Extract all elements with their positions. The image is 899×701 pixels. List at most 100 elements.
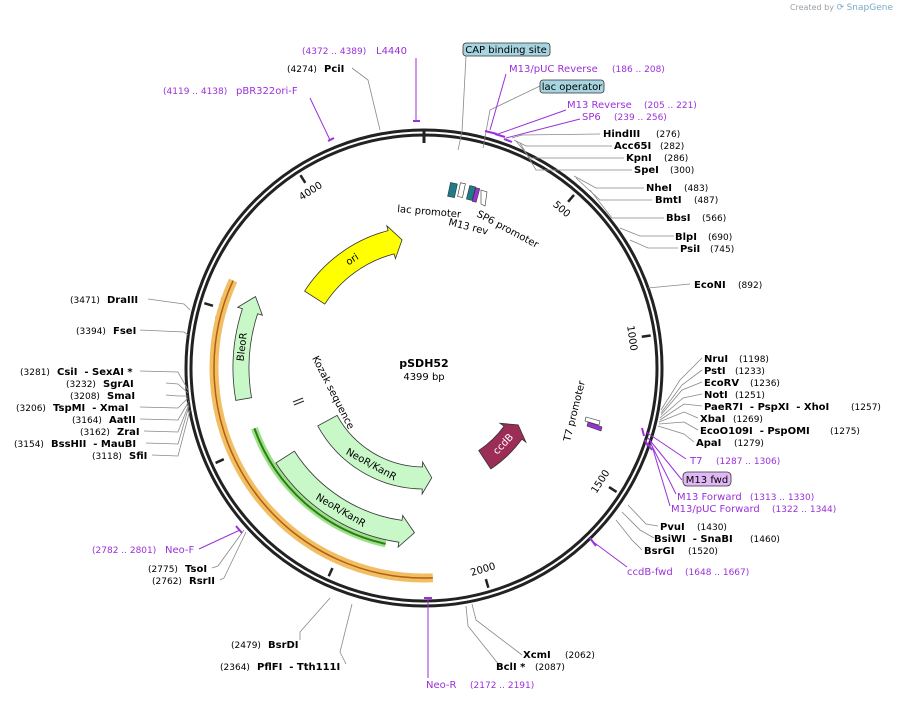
tick-label-4000: 4000 — [297, 180, 324, 203]
enz-bmti: BmtI — [655, 195, 682, 206]
ccdb-fwd-range: (1648 .. 1667) — [685, 568, 749, 578]
promoter-glyphs-top — [447, 182, 488, 207]
tick-mark-4000 — [299, 174, 307, 184]
feature-label-2: BleoR — [236, 332, 250, 362]
green-arc-core-0 — [253, 427, 386, 545]
t7-glyphs — [584, 416, 603, 432]
l4440-range: (4372 .. 4389) — [302, 47, 366, 57]
enz-xbai-pos: (1269) — [733, 415, 763, 425]
plasmid-size: 4399 bp — [403, 372, 444, 383]
enz-nhei: NheI — [646, 183, 672, 194]
enz-draiii-pos: (3471) — [70, 296, 100, 306]
enz-acc65i-pos: (282) — [660, 142, 684, 152]
enz-zrai-pos: (3162) — [80, 428, 110, 438]
enz-blpi: BlpI — [675, 232, 697, 243]
enz-csii: CsiI - SexAI * — [57, 367, 133, 378]
enz-blpi-pos: (690) — [708, 233, 732, 243]
enz-pflfi: PflFI - Tth111I — [257, 662, 340, 673]
enz-noti: NotI — [704, 390, 728, 401]
enz-smai: SmaI — [107, 391, 135, 402]
enz-ecorv-pos: (1236) — [750, 379, 780, 389]
m13-reverse-range: (205 .. 221) — [644, 101, 697, 111]
t7-name: T7 — [689, 456, 702, 467]
enz-apai: ApaI — [696, 438, 721, 449]
enz-pcii: PciI — [324, 64, 344, 75]
enz-tsoi-pos: (2775) — [148, 565, 178, 575]
feature-bleor — [232, 295, 264, 401]
m13puc-rev-name: M13/pUC Reverse — [509, 64, 598, 75]
enz-rsrii: RsrII — [189, 576, 215, 587]
enz-econi-pos: (892) — [738, 281, 762, 291]
enz-xcmi: XcmI — [523, 650, 551, 661]
feature-neor-kanr-2 — [275, 450, 415, 549]
snapgene-logo-icon: ⟳ — [836, 3, 845, 13]
enz-pflfi-pos: (2364) — [220, 663, 250, 673]
enz-bsrdi: BsrDI — [268, 640, 299, 651]
m13-reverse-name: M13 Reverse — [567, 100, 632, 111]
enz-psti: PstI — [704, 366, 726, 377]
pbr322ori-name: pBR322ori-F — [236, 86, 298, 97]
enz-nrui: NruI — [704, 354, 728, 365]
enz-nrui-pos: (1198) — [739, 355, 769, 365]
enz-paer7i-pos: (1257) — [851, 403, 881, 413]
tick-label-1500: 1500 — [590, 468, 613, 495]
enz-ecoo109i-pos: (1275) — [830, 427, 860, 437]
enz-bcli: BclI * — [496, 662, 526, 673]
sp6-range: (239 .. 256) — [614, 113, 667, 123]
ccdb-fwd-name: ccdB-fwd — [627, 567, 673, 578]
m13-forward-name: M13 Forward — [677, 492, 742, 503]
neo-r-range: (2172 .. 2191) — [470, 681, 534, 691]
enz-ecorv: EcoRV — [704, 378, 739, 389]
tick-mark-2500 — [327, 567, 334, 577]
enz-bsshii: BssHII - MauBI — [51, 439, 136, 450]
sp6-name: SP6 — [582, 112, 601, 123]
tick-mark-500 — [567, 194, 575, 203]
backbone-outer — [184, 128, 664, 608]
tick-label-2000: 2000 — [469, 561, 497, 579]
tick-mark-3000 — [215, 458, 225, 465]
enz-kpni-pos: (286) — [664, 154, 688, 164]
plasmid-name: pSDH52 — [399, 357, 448, 370]
kozak-mark — [292, 397, 305, 406]
enz-fsei-pos: (3394) — [76, 327, 106, 337]
enz-bsrgi-pos: (1520) — [688, 547, 718, 557]
enz-xbai: XbaI — [700, 414, 725, 425]
enz-aatii-pos: (3164) — [72, 416, 102, 426]
m13-fwd-box: M13 fwd — [682, 471, 732, 487]
m13puc-fwd-name: M13/pUC Forward — [671, 504, 760, 515]
enz-nhei-pos: (483) — [684, 184, 708, 194]
enz-bsrgi: BsrGI — [644, 546, 674, 557]
m13-forward-range: (1313 .. 1330) — [750, 493, 814, 503]
lac-operator-label: lac operator — [542, 82, 603, 93]
enz-tspmi-pos: (3206) — [16, 404, 46, 414]
l4440-name: L4440 — [376, 46, 407, 57]
enz-psii: PsiI — [680, 244, 700, 255]
enz-tspmi: TspMI - XmaI — [53, 403, 128, 414]
feature-ori — [304, 224, 403, 305]
t7-promoter-label: T7 promoter — [562, 379, 588, 444]
orange-arc-core-0 — [213, 280, 433, 579]
tick-mark-2000 — [484, 578, 490, 589]
enz-pcii-pos: (4274) — [287, 65, 317, 75]
enz-xcmi-pos: (2062) — [565, 651, 595, 661]
feature-ccdb — [478, 422, 527, 470]
m13-fwd-label: M13 fwd — [686, 475, 728, 486]
enz-bsshii-pos: (3154) — [14, 440, 44, 450]
enz-smai-pos: (3208) — [70, 392, 100, 402]
enz-rsrii-pos: (2762) — [152, 577, 182, 587]
enz-apai-pos: (1279) — [734, 439, 764, 449]
enz-ecoo109i: EcoO109I - PspOMI — [700, 426, 810, 437]
enz-bmti-pos: (487) — [694, 196, 718, 206]
cap-binding-box: CAP binding site — [462, 42, 551, 57]
enz-bbsi-pos: (566) — [702, 214, 726, 224]
tick-label-1000: 1000 — [624, 325, 639, 352]
enz-psii-pos: (745) — [710, 245, 734, 255]
enz-sgrai-pos: (3232) — [66, 380, 96, 390]
tick-mark-3500 — [203, 302, 214, 307]
m13puc-rev-range: (186 .. 208) — [612, 65, 665, 75]
enz-spei-pos: (300) — [670, 166, 694, 176]
enz-tsoi: TsoI — [185, 564, 207, 575]
tick-label-500: 500 — [550, 199, 572, 220]
